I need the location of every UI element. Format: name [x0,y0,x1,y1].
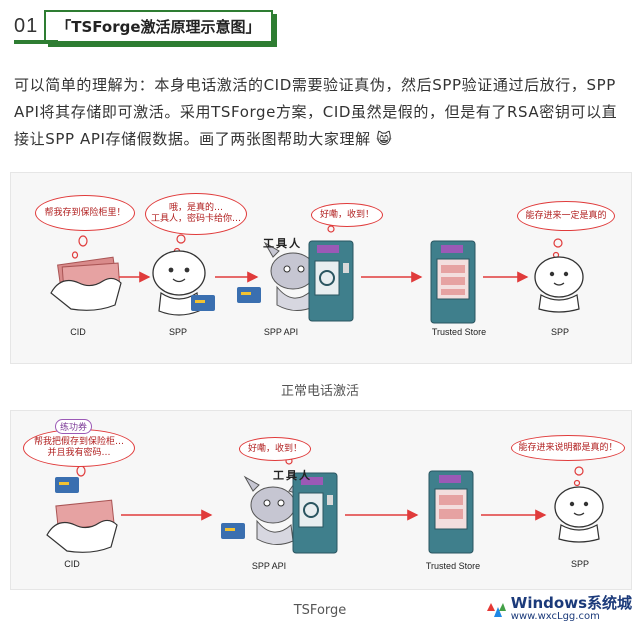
label-spp-2: SPP [550,327,569,337]
bubble-fake-store-request: 帮我把假存到保险柜… 并且我有密码… [23,429,135,467]
header-underline [14,40,58,44]
safe-machine-icon [292,472,338,554]
bubble-spp-verify: 哦，是真的… 工具人，密码卡给你… [145,193,247,235]
intro-paragraph: 可以简单的理解为：本身电话激活的CID需要验证真伪，然后SPP验证通过后放行，S… [14,72,628,153]
label-spp: SPP [168,327,187,337]
diagram1-drawing [50,225,584,324]
label-spp-api: SPP API [251,561,287,571]
trusted-store-icon [428,470,474,554]
label-spp: SPP [570,559,589,569]
caption-tsforge: TSForge [293,603,347,618]
tool-person-tag: 工具人 [273,469,312,482]
label-trusted-store: Trusted Store [425,561,481,571]
key-card-icon [237,287,261,303]
cat-emoji-icon: 😸 [376,130,393,148]
diagram-tsforge: 帮我把假存到保险柜… 并且我有密码… 练功券 好嘞，收到！ 能存进来说明都是真的… [10,410,632,590]
spp-character-icon [554,486,604,543]
diagram-normal-activation: 帮我存到保险柜里！ 哦，是真的… 工具人，密码卡给你… 好嘞，收到！ 能存进来一… [10,172,632,364]
intro-text: 可以简单的理解为：本身电话激活的CID需要验证真伪，然后SPP验证通过后放行，S… [14,76,618,148]
watermark: Windows系统城 www.wxcLgg.com [485,596,632,624]
section-number: 01 [14,15,39,37]
spp-api-cat-icon [263,241,320,311]
trusted-store-icon [430,240,476,324]
watermark-url: www.wxcLgg.com [510,611,600,622]
key-card-icon [55,477,79,493]
key-card-icon [191,295,215,311]
watermark-brand: Windows系统城 [510,594,632,612]
section-header: 01 「TSForge激活原理示意图」 [14,10,273,43]
spp-api-cat-icon [243,475,300,545]
spp-character-icon [534,256,584,313]
spp-character-icon [152,250,206,316]
bubble-store-request: 帮我存到保险柜里！ [35,195,135,231]
label-cid: CID [70,327,86,337]
bubble-received: 好嘞，收到！ [311,203,383,227]
cid-hand-fake-money-icon [46,499,118,553]
label-cid: CID [64,559,80,569]
windows-logo-icon [486,603,506,617]
section-title: 「TSForge激活原理示意图」 [44,10,273,43]
label-spp-api: SPP API [263,327,299,337]
tool-person-tag: 工具人 [263,237,302,250]
stamp-practice-coupon: 练功券 [55,419,93,434]
diagram2-drawing [46,457,604,554]
bubble-stored-means-true: 能存进来说明都是真的！ [511,435,625,461]
cid-hand-money-icon [50,256,122,311]
safe-machine-icon [308,240,354,322]
bubble-stored-true: 能存进来一定是真的 [517,201,615,231]
bubble-received: 好嘞，收到！ [239,437,311,461]
key-card-icon [221,523,245,539]
label-trusted-store: Trusted Store [431,327,487,337]
caption-normal-activation: 正常电话激活 [280,384,359,399]
